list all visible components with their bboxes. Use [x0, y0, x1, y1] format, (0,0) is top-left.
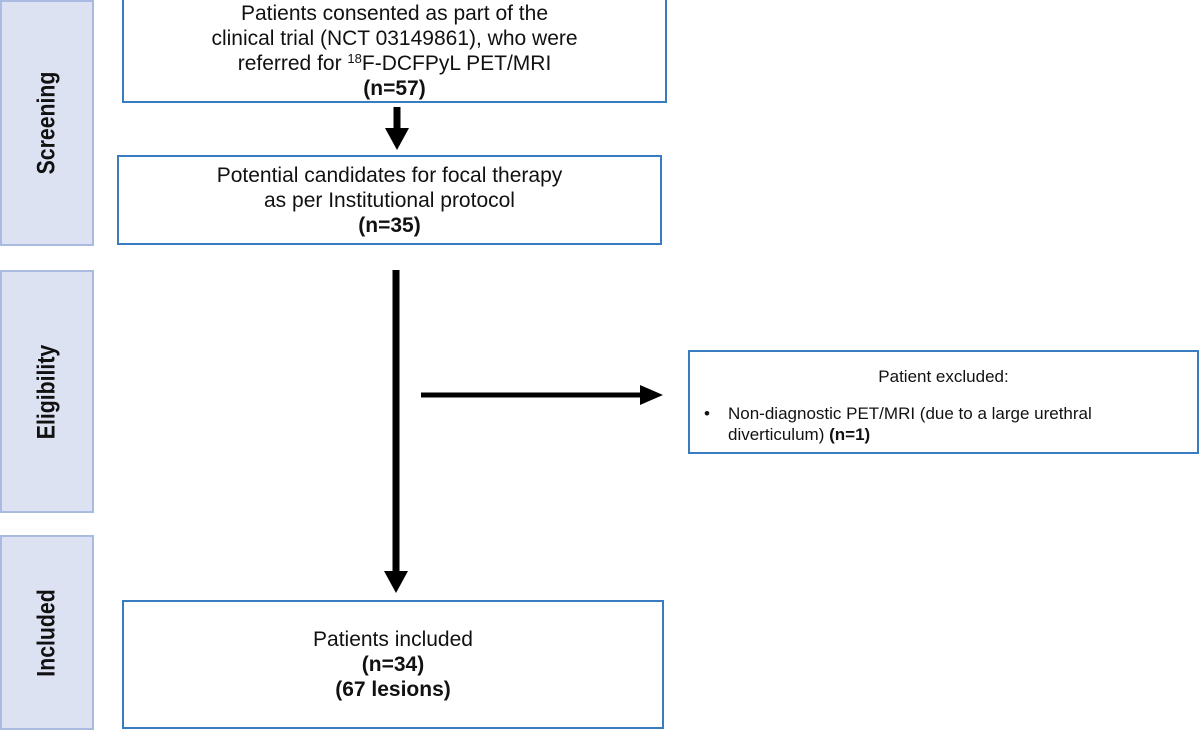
box-text: Patients included — [313, 628, 473, 651]
stage-eligibility: Eligibility — [0, 270, 94, 513]
arrow-right — [421, 385, 663, 405]
count: (n=34) — [361, 653, 425, 676]
excluded-box: Patient excluded: •Non-diagnostic PET/MR… — [688, 350, 1199, 454]
arrow-down-1 — [385, 107, 409, 150]
count: (n=57) — [363, 76, 426, 100]
box-text: as per Institutional protocol — [264, 188, 515, 212]
list-item: •Non-diagnostic PET/MRI (due to a large … — [704, 404, 1092, 444]
count: (n=35) — [358, 213, 421, 237]
lesions: (67 lesions) — [335, 678, 451, 701]
candidates-box: Potential candidates for focal therapy a… — [117, 155, 662, 245]
stage-screening: Screening — [0, 0, 94, 246]
excluded-title: Patient excluded: — [878, 367, 1009, 386]
box-text: Patients consented as part of the — [240, 1, 549, 25]
consented-patients-box: Patients consented as part of the clinic… — [122, 0, 667, 103]
box-text: referred for 18F-DCFPyL PET/MRI — [237, 50, 552, 75]
box-text: clinical trial (NCT 03149861), who were — [211, 26, 578, 50]
included-patients-box: Patients included (n=34) (67 lesions) — [122, 600, 664, 729]
stage-included: Included — [0, 535, 94, 730]
box-text: Potential candidates for focal therapy — [216, 163, 563, 187]
arrow-down-2 — [384, 270, 408, 593]
